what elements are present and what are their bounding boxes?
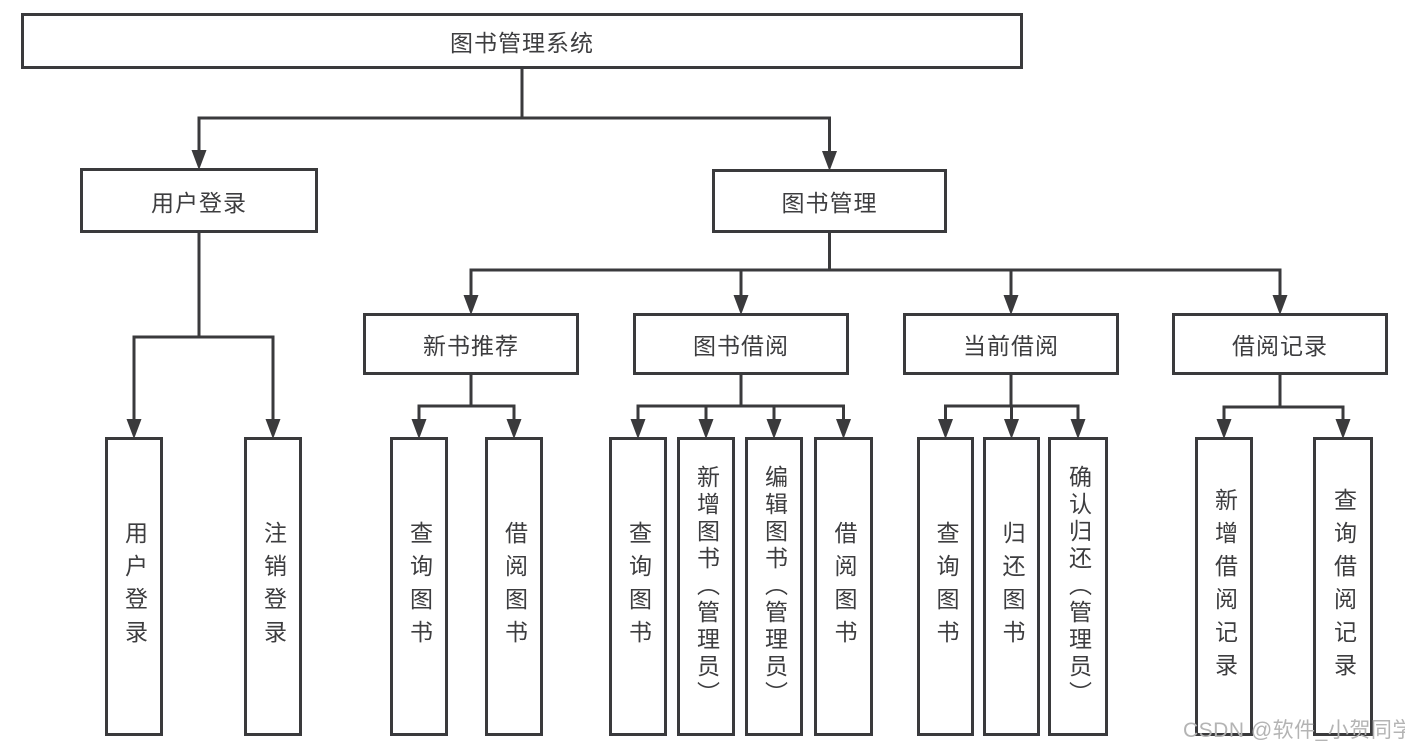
node-bb-query-book: 查询图书 xyxy=(609,437,667,736)
arrowhead-icon xyxy=(126,419,142,439)
arrowhead-icon xyxy=(265,419,281,439)
node-label-bb-edit-book: 编辑图书（管理员） xyxy=(761,465,788,708)
arrowhead-icon xyxy=(463,295,479,315)
node-cb-confirm-return: 确认归还（管理员） xyxy=(1048,437,1108,736)
arrowhead-icon xyxy=(1004,419,1019,439)
node-root: 图书管理系统 xyxy=(21,13,1023,69)
node-label-rec-borrow-book: 借阅图书 xyxy=(501,520,528,653)
node-br-query-record: 查询借阅记录 xyxy=(1313,437,1373,736)
watermark: CSDN @软件_小贺同学 xyxy=(1183,719,1405,742)
arrowhead-icon xyxy=(1272,295,1288,315)
arrowhead-icon xyxy=(1070,419,1086,439)
node-label-do-user-login: 用户登录 xyxy=(121,520,148,653)
arrowhead-icon xyxy=(836,419,851,439)
arrowhead-icon xyxy=(766,419,782,439)
node-label-br-query-record: 查询借阅记录 xyxy=(1330,487,1357,686)
node-logout: 注销登录 xyxy=(244,437,302,736)
node-borrow-records: 借阅记录 xyxy=(1172,313,1388,375)
node-cb-return-book: 归还图书 xyxy=(983,437,1040,736)
arrowhead-icon xyxy=(1003,295,1019,315)
arrowhead-icon xyxy=(1335,419,1351,439)
node-label-new-book-rec: 新书推荐 xyxy=(423,333,519,359)
node-label-bb-add-book: 新增图书（管理员） xyxy=(693,465,720,708)
arrowhead-icon xyxy=(938,419,953,439)
node-current-borrow: 当前借阅 xyxy=(903,313,1119,375)
node-bb-add-book: 新增图书（管理员） xyxy=(677,437,735,736)
node-label-bb-query-book: 查询图书 xyxy=(625,520,652,653)
arrowhead-icon xyxy=(506,419,522,439)
arrowhead-icon xyxy=(191,150,207,170)
node-label-cb-confirm-return: 确认归还（管理员） xyxy=(1065,465,1092,708)
node-label-borrow-records: 借阅记录 xyxy=(1232,333,1328,359)
node-cb-query-book: 查询图书 xyxy=(917,437,974,736)
node-rec-borrow-book: 借阅图书 xyxy=(485,437,543,736)
node-book-borrow: 图书借阅 xyxy=(633,313,849,375)
node-rec-query-book: 查询图书 xyxy=(390,437,448,736)
node-label-root: 图书管理系统 xyxy=(450,30,594,56)
node-user-login: 用户登录 xyxy=(80,168,318,233)
node-label-bb-borrow-book: 借阅图书 xyxy=(831,520,857,653)
node-bb-edit-book: 编辑图书（管理员） xyxy=(745,437,803,736)
node-label-logout: 注销登录 xyxy=(260,520,287,653)
node-new-book-rec: 新书推荐 xyxy=(363,313,579,375)
arrowhead-icon xyxy=(822,151,837,171)
arrowhead-icon xyxy=(1216,419,1232,439)
node-label-book-mgmt: 图书管理 xyxy=(781,190,878,216)
node-label-current-borrow: 当前借阅 xyxy=(963,333,1059,359)
node-book-mgmt: 图书管理 xyxy=(712,169,947,233)
arrowhead-icon xyxy=(630,419,646,439)
node-label-cb-query-book: 查询图书 xyxy=(933,520,959,653)
arrowhead-icon xyxy=(411,419,427,439)
node-br-add-record: 新增借阅记录 xyxy=(1195,437,1253,736)
node-label-book-borrow: 图书借阅 xyxy=(693,333,789,359)
node-bb-borrow-book: 借阅图书 xyxy=(814,437,873,736)
arrowhead-icon xyxy=(733,295,749,315)
node-do-user-login: 用户登录 xyxy=(105,437,163,736)
node-label-rec-query-book: 查询图书 xyxy=(406,520,433,653)
node-label-cb-return-book: 归还图书 xyxy=(999,520,1025,653)
arrowhead-icon xyxy=(698,419,714,439)
node-label-br-add-record: 新增借阅记录 xyxy=(1211,487,1238,686)
node-label-user-login: 用户登录 xyxy=(151,189,247,216)
